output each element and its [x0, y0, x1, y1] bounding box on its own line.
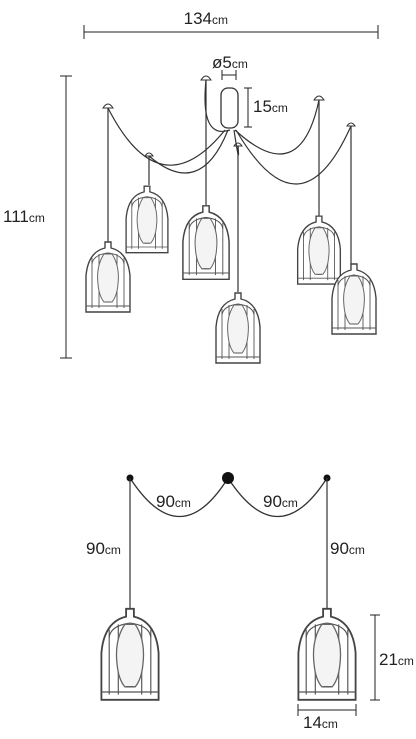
svg-text:90cm: 90cm — [86, 539, 121, 558]
left-loop-value: 90 — [156, 492, 175, 511]
ceiling-hooks — [102, 75, 356, 157]
height-value: 111 — [3, 207, 29, 226]
canopy-diameter-dimension: ø5cm — [212, 53, 248, 80]
width-dimension: 134cm — [83, 9, 379, 39]
width-value: 134 — [184, 9, 212, 28]
left-loop-unit: cm — [175, 496, 191, 510]
detail-shade-right — [297, 607, 357, 701]
height-dimension: 111cm — [3, 75, 72, 359]
right-cord-loop — [227, 477, 328, 517]
svg-text:90cm: 90cm — [263, 492, 298, 511]
detail-shade-left — [100, 607, 160, 701]
right-loop-unit: cm — [282, 496, 298, 510]
width-unit: cm — [212, 13, 228, 27]
svg-text:21cm: 21cm — [379, 650, 414, 669]
canopy-height-unit: cm — [272, 101, 288, 115]
shade-width-value: 14 — [303, 713, 322, 732]
canopy-diameter-unit: cm — [232, 57, 248, 71]
shade-3 — [182, 205, 230, 281]
canopy-diameter-value: ø5 — [212, 53, 232, 72]
shade-1 — [85, 241, 131, 313]
shade-height-unit: cm — [398, 654, 414, 668]
canopy-height-value: 15 — [253, 97, 272, 116]
svg-text:90cm: 90cm — [330, 539, 365, 558]
shade-5 — [296, 215, 342, 285]
center-canopy — [222, 472, 234, 484]
top-view: 134cm 111cm ø5cm 15cm — [3, 9, 379, 364]
svg-text:134cm: 134cm — [184, 9, 228, 28]
right-drop-value: 90 — [330, 539, 349, 558]
shade-height-value: 21 — [379, 650, 398, 669]
drop-cords — [107, 80, 352, 292]
svg-text:ø5cm: ø5cm — [212, 53, 248, 72]
right-loop-value: 90 — [263, 492, 282, 511]
shade-2 — [125, 185, 169, 254]
svg-text:90cm: 90cm — [156, 492, 191, 511]
shade-height-dimension: 21cm — [370, 614, 414, 701]
right-drop-unit: cm — [349, 543, 365, 557]
canopy-height-dimension: 15cm — [244, 87, 288, 128]
detail-view: 90cm 90cm 90cm 90cm 21cm 14cm — [86, 472, 414, 732]
shade-width-dimension: 14cm — [297, 704, 357, 732]
svg-text:111cm: 111cm — [3, 207, 45, 226]
shade-width-unit: cm — [322, 717, 338, 731]
draped-cords — [107, 79, 352, 185]
ceiling-canopy — [220, 87, 239, 129]
svg-text:14cm: 14cm — [303, 713, 338, 732]
shade-4 — [215, 292, 261, 364]
svg-text:15cm: 15cm — [253, 97, 288, 116]
left-drop-value: 90 — [86, 539, 105, 558]
left-drop-unit: cm — [105, 543, 121, 557]
height-unit: cm — [29, 211, 45, 225]
left-cord-loop — [129, 477, 229, 517]
